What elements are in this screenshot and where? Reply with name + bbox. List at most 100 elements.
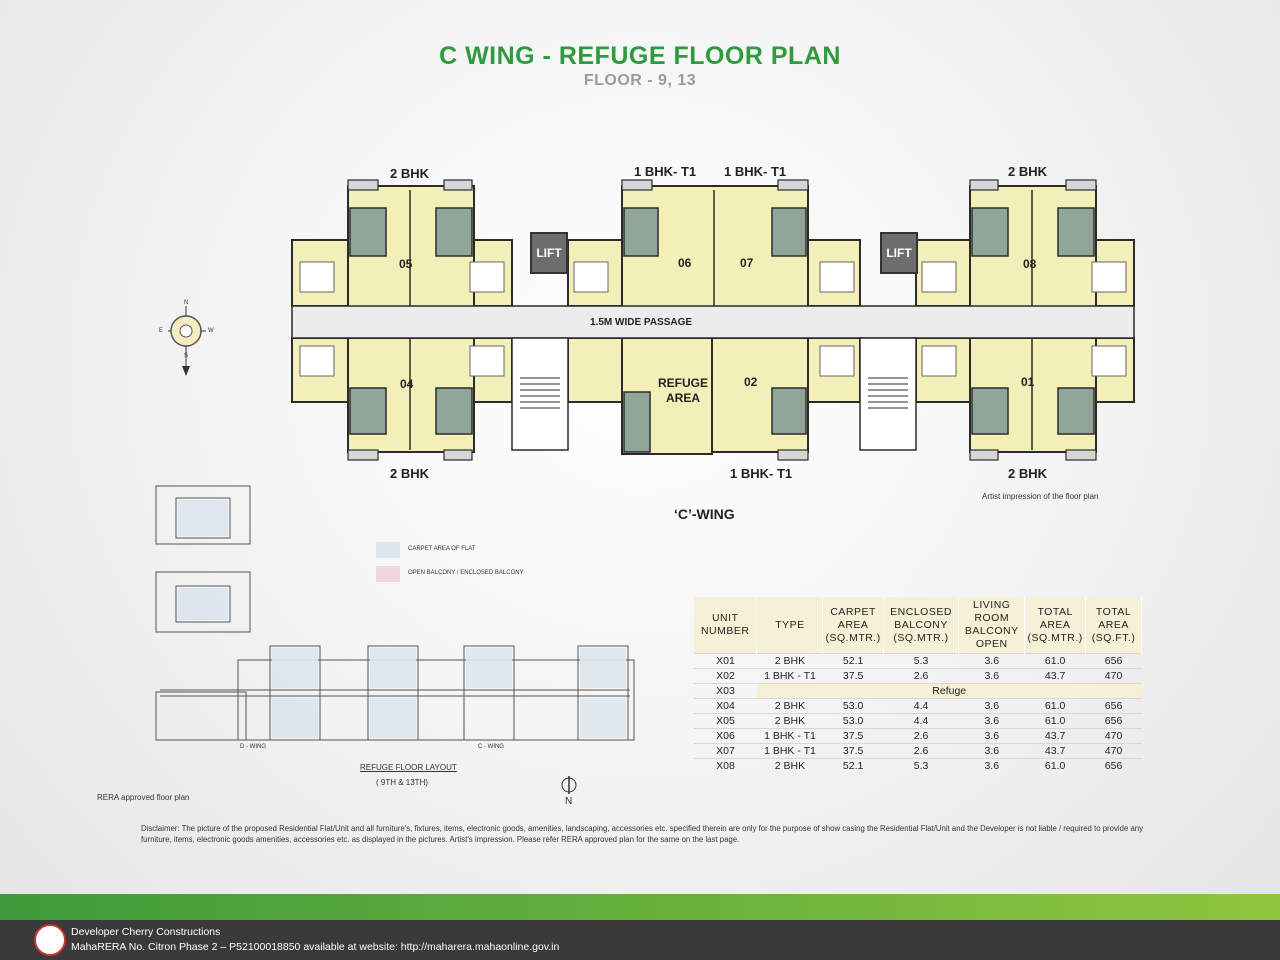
cell-total-ft: 656 <box>1085 698 1142 714</box>
col-type: TYPE <box>756 597 824 654</box>
label-top-08: 2 BHK <box>1008 164 1048 179</box>
cell-unit: X03 <box>694 683 757 699</box>
cell-type: 1 BHK - T1 <box>756 668 823 684</box>
area-table-header-row: UNIT NUMBER TYPE CARPET AREA (sq.mtr.) E… <box>694 597 1142 654</box>
cell-type: 1 BHK - T1 <box>756 743 823 759</box>
cell-total-ft: 656 <box>1085 758 1142 773</box>
cell-carpet: 52.1 <box>822 653 884 669</box>
unit-07: 07 <box>740 256 754 270</box>
cell-living: 3.6 <box>958 728 1025 744</box>
rera-d-wing-label: D - WING <box>240 744 266 750</box>
cell-carpet: 53.0 <box>822 713 884 729</box>
footer-bar <box>0 920 1280 960</box>
cell-unit: X05 <box>694 713 757 729</box>
compass-e: E <box>159 328 164 334</box>
cell-total-m: 43.7 <box>1024 728 1086 744</box>
table-row: X01 2 BHK 52.1 5.3 3.6 61.0 656 <box>694 653 1142 669</box>
cell-unit: X08 <box>694 758 757 773</box>
page-subtitle: FLOOR - 9, 13 <box>583 72 697 89</box>
cell-living: 3.6 <box>958 668 1025 684</box>
area-table: UNIT NUMBER TYPE CARPET AREA (sq.mtr.) E… <box>694 597 1142 773</box>
cell-living: 3.6 <box>958 758 1025 773</box>
label-top-06: 1 BHK- T1 <box>634 164 697 179</box>
col-unit: UNIT NUMBER <box>694 597 758 654</box>
legend-balcony-label: OPEN BALCONY / ENCLOSED BALCONY <box>408 570 524 576</box>
cell-type: 2 BHK <box>756 758 823 773</box>
rera-north-label: N <box>565 796 573 807</box>
unit-05: 05 <box>399 257 413 271</box>
cell-total-m: 61.0 <box>1024 653 1086 669</box>
cell-carpet: 53.0 <box>822 698 884 714</box>
compass-w: W <box>208 328 214 334</box>
cell-unit: X02 <box>694 668 757 684</box>
rera-c-wing-label: C - WING <box>478 744 504 750</box>
cell-total-ft: 656 <box>1085 713 1142 729</box>
label-bottom-01: 2 BHK <box>1008 466 1048 481</box>
unit-02: 02 <box>744 375 758 389</box>
passage-label: 1.5M WIDE PASSAGE <box>590 317 693 328</box>
cell-enclosed: 2.6 <box>883 668 959 684</box>
table-row: X07 1 BHK - T1 37.5 2.6 3.6 43.7 470 <box>694 743 1142 759</box>
cell-total-m: 43.7 <box>1024 668 1086 684</box>
refuge-area-line1: REFUGE <box>657 376 708 390</box>
refuge-area-label: REFUGE AREA <box>648 376 718 406</box>
lift-right: LIFT <box>880 232 918 274</box>
cell-enclosed: 4.4 <box>883 698 959 714</box>
label-top-07: 1 BHK- T1 <box>724 164 787 179</box>
label-bottom-02: 1 BHK- T1 <box>730 466 793 481</box>
cell-living: 3.6 <box>958 698 1025 714</box>
lift-left: LIFT <box>530 232 568 274</box>
rera-layout-floors: ( 9TH & 13TH) <box>376 778 429 787</box>
developer-logo-icon <box>34 924 66 956</box>
cell-unit: X06 <box>694 728 757 744</box>
col-total-m: TOTAL AREA (sq.mtr.) <box>1024 597 1087 654</box>
artist-note: Artist impression of the floor plan <box>982 492 1099 501</box>
cell-enclosed: 2.6 <box>883 743 959 759</box>
cell-unit: X01 <box>694 653 757 669</box>
cell-enclosed: 4.4 <box>883 713 959 729</box>
cell-total-m: 61.0 <box>1024 698 1086 714</box>
cell-total-m: 61.0 <box>1024 758 1086 773</box>
cell-total-m: 43.7 <box>1024 743 1086 759</box>
cell-total-ft: 470 <box>1085 728 1142 744</box>
compass-n: N <box>184 300 189 306</box>
cell-enclosed: 5.3 <box>883 653 959 669</box>
col-living: LIVING ROOM BALCONY OPEN <box>958 597 1026 654</box>
green-band <box>0 894 1280 920</box>
unit-01: 01 <box>1021 375 1035 389</box>
cell-total-ft: 656 <box>1085 653 1142 669</box>
cell-type: 1 BHK - T1 <box>756 728 823 744</box>
cell-total-m: 61.0 <box>1024 713 1086 729</box>
cell-living: 3.6 <box>958 713 1025 729</box>
label-bottom-04: 2 BHK <box>390 466 430 481</box>
cell-living: 3.6 <box>958 743 1025 759</box>
cell-carpet: 37.5 <box>822 743 884 759</box>
cell-carpet: 37.5 <box>822 728 884 744</box>
cell-total-ft: 470 <box>1085 743 1142 759</box>
footer-developer: Developer Cherry Constructions <box>71 926 221 938</box>
rera-note: RERA approved floor plan <box>97 793 190 802</box>
legend-balcony-swatch <box>376 566 400 582</box>
unit-04: 04 <box>400 377 414 391</box>
legend-carpet-label: CARPET AREA OF FLAT <box>408 546 476 552</box>
label-top-05: 2 BHK <box>390 166 430 181</box>
wing-label: ‘C’-WING <box>674 506 735 522</box>
table-row-refuge: X03 Refuge <box>694 683 1142 699</box>
table-row: X08 2 BHK 52.1 5.3 3.6 61.0 656 <box>694 758 1142 773</box>
cell-unit: X07 <box>694 743 757 759</box>
footer-rera: MahaRERA No. Citron Phase 2 – P521000188… <box>71 941 560 953</box>
cell-type: 2 BHK <box>756 653 823 669</box>
col-enclosed: ENCLOSED BALCONY (sq.mtr.) <box>883 597 960 654</box>
cell-total-ft: 470 <box>1085 668 1142 684</box>
cell-enclosed: 5.3 <box>883 758 959 773</box>
table-row: X04 2 BHK 53.0 4.4 3.6 61.0 656 <box>694 698 1142 714</box>
cell-carpet: 37.5 <box>822 668 884 684</box>
compass-s: S <box>184 353 189 359</box>
unit-08: 08 <box>1023 257 1037 271</box>
page-title: C WING - REFUGE FLOOR PLAN <box>439 42 841 70</box>
unit-06: 06 <box>678 256 692 270</box>
cell-unit: X04 <box>694 698 757 714</box>
rera-layout-title: REFUGE FLOOR LAYOUT <box>360 763 457 772</box>
